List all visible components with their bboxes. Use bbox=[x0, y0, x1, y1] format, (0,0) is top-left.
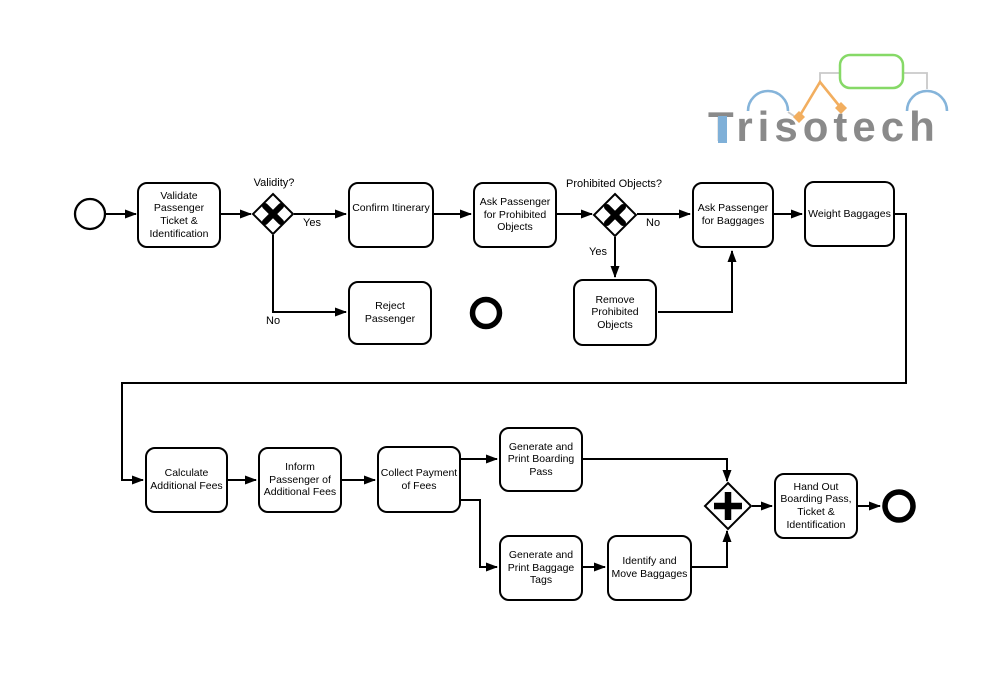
task-hand-out-boarding-pass: Hand Out Boarding Pass, Ticket & Identif… bbox=[774, 473, 858, 539]
logo-left-arc bbox=[746, 89, 790, 112]
logo-blue-stem-accent bbox=[718, 116, 727, 143]
flow-identify-to-join bbox=[692, 530, 732, 568]
plus-marker bbox=[714, 492, 742, 520]
exclusive-gateway-prohibited bbox=[592, 192, 638, 238]
edge-label-validity-yes: Yes bbox=[303, 217, 321, 229]
task-generate-boarding-pass: Generate and Print Boarding Pass bbox=[499, 427, 583, 492]
gateway-label-validity: Validity? bbox=[253, 177, 295, 189]
flow-weight-to-calculate bbox=[121, 213, 907, 485]
task-collect-payment-fees: Collect Payment of Fees bbox=[377, 446, 461, 513]
task-ask-passenger-prohibited: Ask Passenger for Prohibited Objects bbox=[473, 182, 557, 248]
task-ask-passenger-baggages: Ask Passenger for Baggages bbox=[692, 182, 774, 248]
edge-label-validity-no: No bbox=[266, 315, 281, 327]
trisotech-logo-wordmark: Trisotech bbox=[708, 103, 940, 150]
task-calculate-additional-fees: Calculate Additional Fees bbox=[145, 447, 228, 513]
flow-collect-to-baggagetags bbox=[461, 499, 498, 572]
task-reject-passenger: Reject Passenger bbox=[348, 281, 432, 345]
start-event bbox=[73, 197, 107, 231]
edge-label-prohibited-yes: Yes bbox=[589, 246, 607, 258]
end-event-final bbox=[882, 489, 916, 523]
task-generate-baggage-tags: Generate and Print Baggage Tags bbox=[499, 535, 583, 601]
logo-orange-gateway-shape bbox=[793, 79, 847, 123]
gateway-label-prohibited-objects: Prohibited Objects? bbox=[566, 178, 662, 190]
task-remove-prohibited-objects: Remove Prohibited Objects bbox=[573, 279, 657, 346]
flow-boardingpass-to-join bbox=[583, 458, 732, 482]
edge-label-prohibited-no: No bbox=[646, 217, 661, 229]
task-weight-baggages: Weight Baggages bbox=[804, 181, 895, 247]
end-event-reject bbox=[469, 296, 503, 330]
x-marker bbox=[604, 204, 626, 226]
exclusive-gateway-validity bbox=[251, 192, 295, 236]
logo-green-task-shape bbox=[838, 53, 905, 90]
parallel-gateway-join bbox=[703, 481, 753, 531]
trisotech-logo-graphic bbox=[746, 53, 949, 123]
task-identify-move-baggages: Identify and Move Baggages bbox=[607, 535, 692, 601]
task-inform-passenger-fees: Inform Passenger of Additional Fees bbox=[258, 447, 342, 513]
logo-right-arc bbox=[905, 89, 949, 112]
flow-validity-no bbox=[272, 235, 347, 317]
sequence-flows bbox=[106, 209, 907, 572]
task-validate-passenger-ticket: Validate Passenger Ticket & Identificati… bbox=[137, 182, 221, 248]
flow-remove-to-askbaggages bbox=[658, 250, 737, 313]
task-confirm-itinerary: Confirm Itinerary bbox=[348, 182, 434, 248]
x-marker bbox=[262, 203, 284, 225]
